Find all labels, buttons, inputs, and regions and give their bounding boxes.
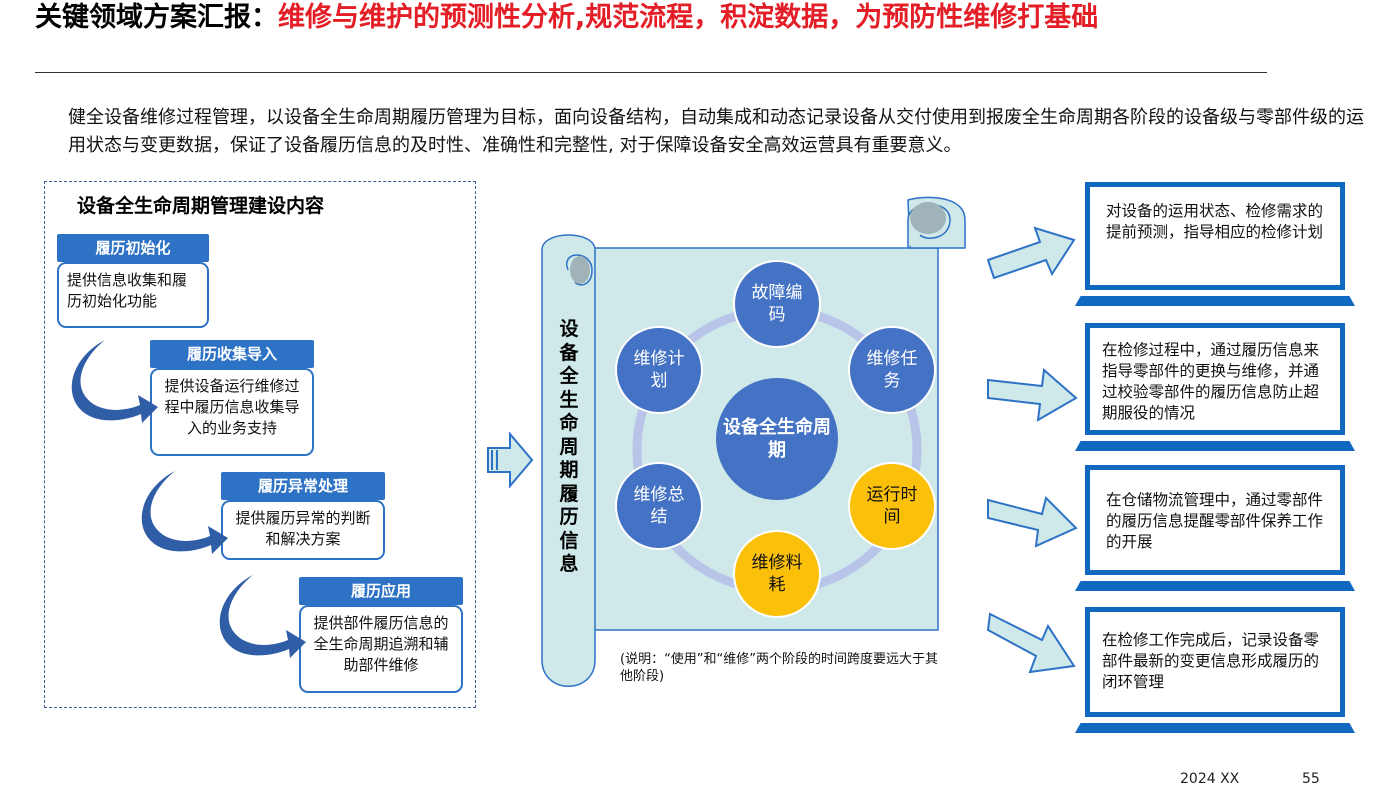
step-label-exception: 履历异常处理 <box>221 472 385 500</box>
up-right-arrow-icon <box>986 226 1076 280</box>
monitor-card: 在检修工作完成后，记录设备零部件最新的变更信息形成履历的闭环管理 <box>1075 607 1355 733</box>
title-highlight: 维修与维护的预测性分析,规范流程，积淀数据，为预防性维修打基础 <box>278 2 1099 33</box>
step-label-import: 履历收集导入 <box>150 340 314 368</box>
step-label-init: 履历初始化 <box>57 234 209 262</box>
monitor-base <box>1075 441 1355 451</box>
footer-date: 2024 XX <box>1180 771 1240 787</box>
monitor-text: 对设备的运用状态、检修需求的提前预测，指导相应的检修计划 <box>1085 182 1345 290</box>
node-repair-task: 维修任务 <box>848 326 936 414</box>
step-desc-init: 提供信息收集和履历初始化功能 <box>57 262 209 328</box>
step-desc-exception: 提供履历异常的判断和解决方案 <box>221 500 385 560</box>
scroll-note: (说明：“使用”和“维修”两个阶段的时间跨度要远大于其他阶段) <box>620 652 939 684</box>
node-repair-plan: 维修计划 <box>615 326 703 414</box>
center-lifecycle-circle: 设备全生命周期 <box>716 378 838 500</box>
monitor-text: 在检修工作完成后，记录设备零部件最新的变更信息形成履历的闭环管理 <box>1085 607 1345 717</box>
monitor-card: 在检修过程中，通过履历信息来指导零部件的更换与维修，并通过校验零部件的履历信息防… <box>1075 323 1355 451</box>
curved-arrow-icon <box>219 575 306 658</box>
node-run-time: 运行时间 <box>848 462 936 550</box>
step-label-application: 履历应用 <box>299 577 463 605</box>
node-repair-summary: 维修总结 <box>615 462 703 550</box>
title-divider <box>35 72 1267 73</box>
monitor-card: 在仓储物流管理中，通过零部件的履历信息提醒零部件保养工作的开展 <box>1075 465 1355 591</box>
lifecycle-content-panel <box>44 181 476 708</box>
panel-heading: 设备全生命周期管理建设内容 <box>77 195 325 217</box>
curved-arrow-icon <box>141 471 228 554</box>
step-desc-import: 提供设备运行维修过程中履历信息收集导入的业务支持 <box>150 368 314 456</box>
monitor-card: 对设备的运用状态、检修需求的提前预测，指导相应的检修计划 <box>1075 182 1355 306</box>
monitor-base <box>1075 581 1355 591</box>
curved-arrow-icon <box>71 340 158 423</box>
monitor-text: 在仓储物流管理中，通过零部件的履历信息提醒零部件保养工作的开展 <box>1085 465 1345 575</box>
title-prefix: 关键领域方案汇报： <box>35 2 278 33</box>
monitor-base <box>1075 296 1355 306</box>
monitor-base <box>1075 723 1355 733</box>
step-desc-application: 提供部件履历信息的全生命周期追溯和辅助部件维修 <box>299 605 463 693</box>
right-arrow-icon <box>987 496 1078 548</box>
page-title: 关键领域方案汇报：维修与维护的预测性分析,规范流程，积淀数据，为预防性维修打基础 <box>35 2 1235 33</box>
node-material-consumption: 维修料耗 <box>733 530 821 618</box>
right-arrow-icon <box>987 368 1078 422</box>
down-right-arrow-icon <box>986 612 1076 674</box>
right-arrow-icon <box>487 431 534 489</box>
monitor-text: 在检修过程中，通过履历信息来指导零部件的更换与维修，并通过校验零部件的履历信息防… <box>1085 323 1345 435</box>
intro-paragraph: 健全设备维修过程管理，以设备全生命周期履历管理为目标，面向设备结构，自动集成和动… <box>68 107 1364 156</box>
scroll-vertical-title: 设备全生命周期履历信息 <box>559 318 579 575</box>
node-fault-code: 故障编码 <box>733 260 821 348</box>
page-number: 55 <box>1302 771 1320 787</box>
